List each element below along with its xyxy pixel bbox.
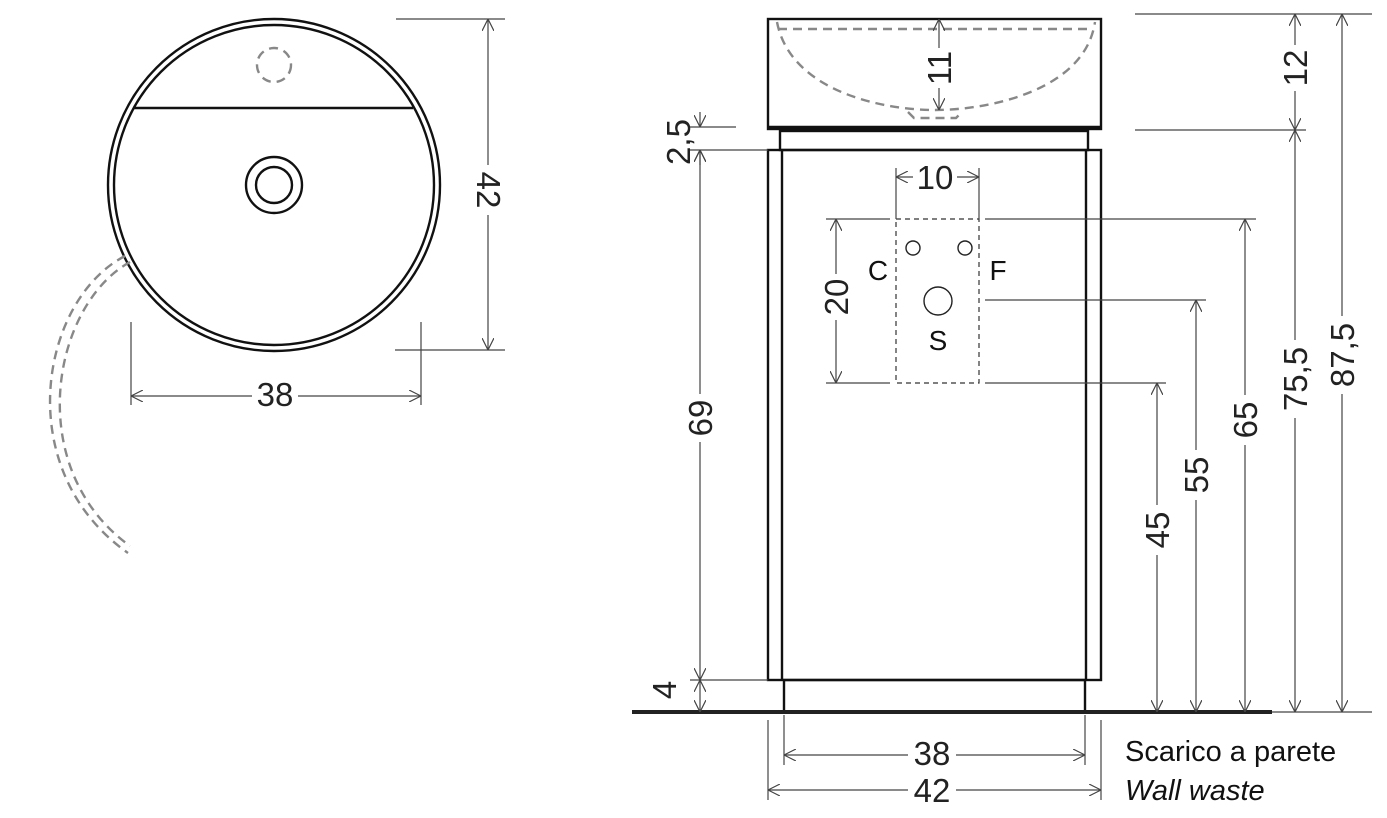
cold-label: F (989, 255, 1006, 286)
waste-label: S (929, 325, 948, 356)
neck (778, 129, 1090, 152)
depth-dimension: 42 (395, 18, 507, 351)
basin-height-dim: 12 (1277, 50, 1314, 87)
width-dimension: 38 (130, 322, 422, 413)
connection-height-dim: 20 (818, 279, 855, 316)
waste-connection (923, 286, 953, 316)
inner-width-dim: 38 (914, 735, 951, 772)
plinth (782, 678, 1087, 714)
caption-italian: Scarico a parete (1125, 736, 1336, 768)
width-dim-label: 38 (257, 376, 294, 413)
drain-trap-hidden (907, 111, 963, 120)
cabinet-top-dim: 75,5 (1277, 347, 1314, 411)
caption-english: Wall waste (1125, 775, 1265, 807)
door-swing-arc-inner (58, 260, 131, 547)
total-height-dim: 87,5 (1324, 323, 1361, 387)
basin-depth-dim: 11 (921, 51, 958, 85)
cabinet-height-dim: 69 (682, 400, 719, 437)
plinth-dim: 4 (646, 681, 683, 699)
front-view: C F S 11 10 20 45 55 (632, 13, 1372, 809)
cold-water-connection (957, 240, 973, 256)
basin-inner-rim (112, 23, 436, 347)
connection-zone (895, 218, 980, 384)
waste-height-dim: 45 (1139, 512, 1176, 549)
gap-dim: 2,5 (660, 119, 697, 165)
hot-water-connection (905, 240, 921, 256)
outer-width-dim: 42 (914, 772, 951, 809)
connection-width-dim: 10 (917, 159, 954, 196)
tap-hole-hidden (255, 46, 293, 84)
drain-inner (254, 165, 294, 205)
drain-outer (244, 155, 304, 215)
depth-dim-label: 42 (470, 172, 507, 209)
door-swing-arc (48, 254, 129, 554)
hot-label: C (868, 255, 888, 286)
waste-center-dim: 55 (1178, 457, 1215, 494)
connection-top-dim: 65 (1227, 402, 1264, 439)
basin-outer-rim (106, 17, 442, 353)
cabinet-body (766, 148, 1103, 682)
top-view: 42 38 (48, 17, 507, 554)
